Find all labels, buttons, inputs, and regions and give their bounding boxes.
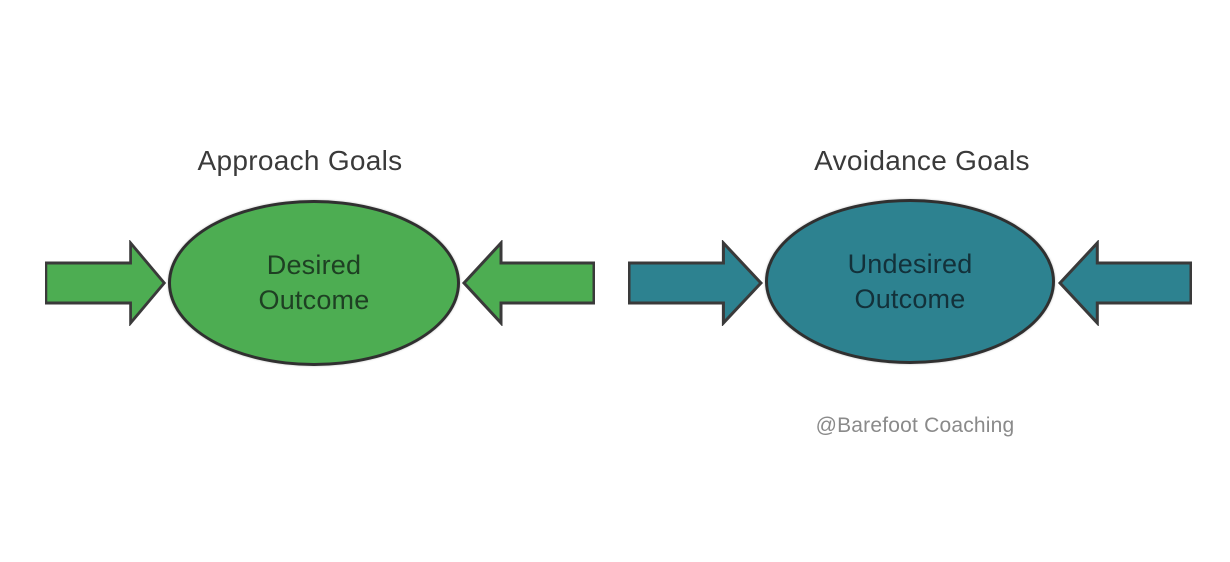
desired-outcome-label: Desired Outcome xyxy=(259,248,370,318)
attribution-text: @Barefoot Coaching xyxy=(815,414,1015,437)
undesired-outcome-line2: Outcome xyxy=(854,283,966,314)
undesired-outcome-ellipse: Undesired Outcome xyxy=(765,199,1055,364)
undesired-outcome-label: Undesired Outcome xyxy=(848,247,973,317)
desired-outcome-ellipse: Desired Outcome xyxy=(168,200,460,366)
approach-inward-arrow-right-icon xyxy=(461,240,595,326)
approach-inward-arrow-left-icon xyxy=(45,240,167,326)
approach-goals-title: Approach Goals xyxy=(197,145,403,176)
avoidance-inward-arrow-left-icon xyxy=(628,240,764,326)
avoidance-inward-arrow-right-icon xyxy=(1057,240,1192,326)
undesired-outcome-line1: Undesired xyxy=(847,248,973,279)
desired-outcome-line1: Desired xyxy=(266,250,362,280)
avoidance-goals-title: Avoidance Goals xyxy=(814,145,1030,176)
desired-outcome-line2: Outcome xyxy=(258,285,370,315)
